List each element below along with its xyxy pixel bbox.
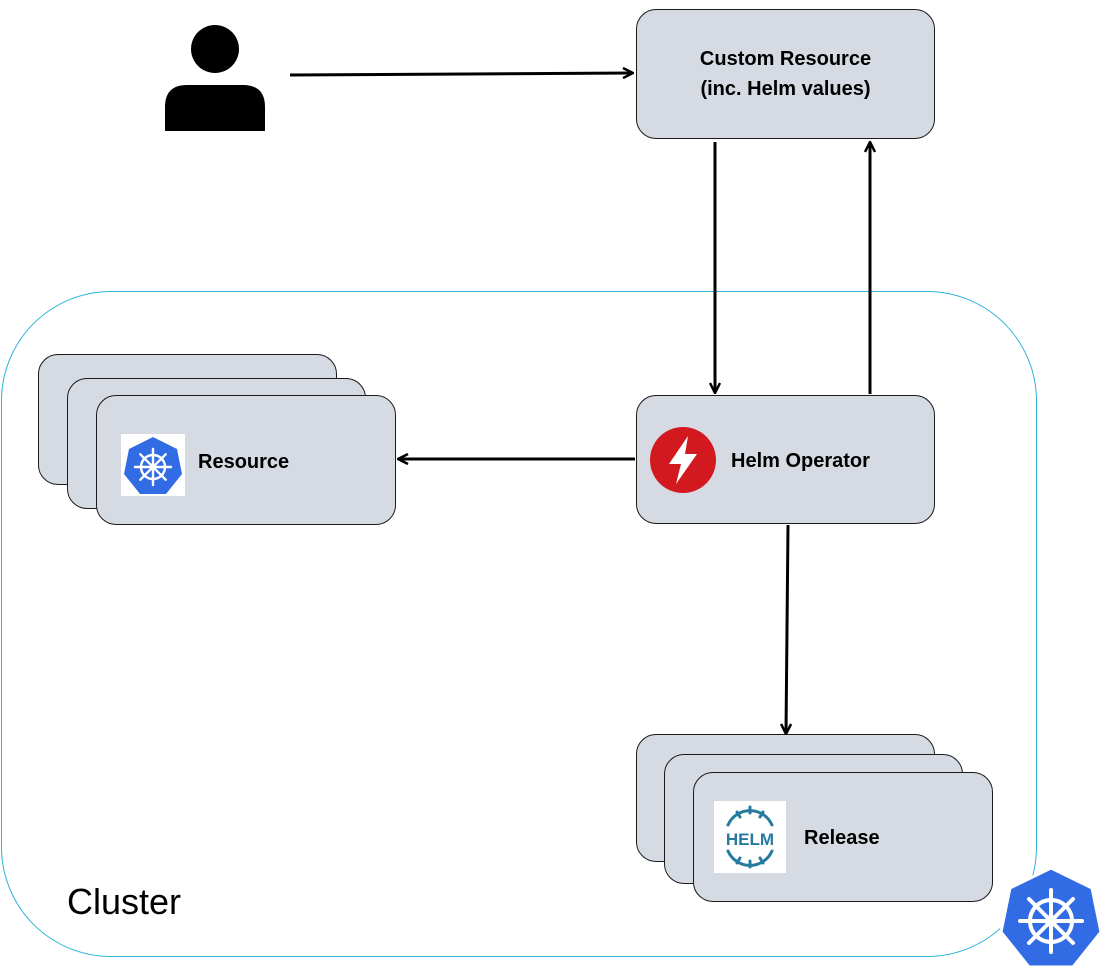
- helm-icon: HELM: [726, 805, 774, 869]
- edge-operator-to-release: [786, 524, 788, 733]
- helm-icon-text: HELM: [726, 830, 774, 849]
- cluster-boundary: [1, 291, 1037, 957]
- custom-resource-title: Custom Resource: [699, 48, 872, 70]
- resource-node[interactable]: Resource: [96, 395, 396, 525]
- helm-operator-node[interactable]: Helm Operator: [636, 395, 935, 524]
- release-node[interactable]: HELM Release: [693, 772, 993, 902]
- helm-operator-label: Helm Operator: [731, 450, 870, 472]
- cluster-label: Cluster: [67, 881, 182, 922]
- lightning-icon: [650, 427, 716, 493]
- kubernetes-logo: [999, 866, 1103, 969]
- resource-label: Resource: [198, 451, 290, 473]
- helm-icon-tile: HELM: [714, 801, 786, 873]
- release-label: Release: [804, 827, 880, 849]
- kubernetes-icon: [124, 437, 182, 494]
- custom-resource-node[interactable]: Custom Resource (inc. Helm values): [636, 9, 935, 139]
- user-icon: [165, 25, 265, 131]
- edge-user-to-custom-resource: [289, 73, 632, 75]
- custom-resource-subtitle: (inc. Helm values): [700, 78, 871, 100]
- kubernetes-icon-tile: [121, 434, 185, 496]
